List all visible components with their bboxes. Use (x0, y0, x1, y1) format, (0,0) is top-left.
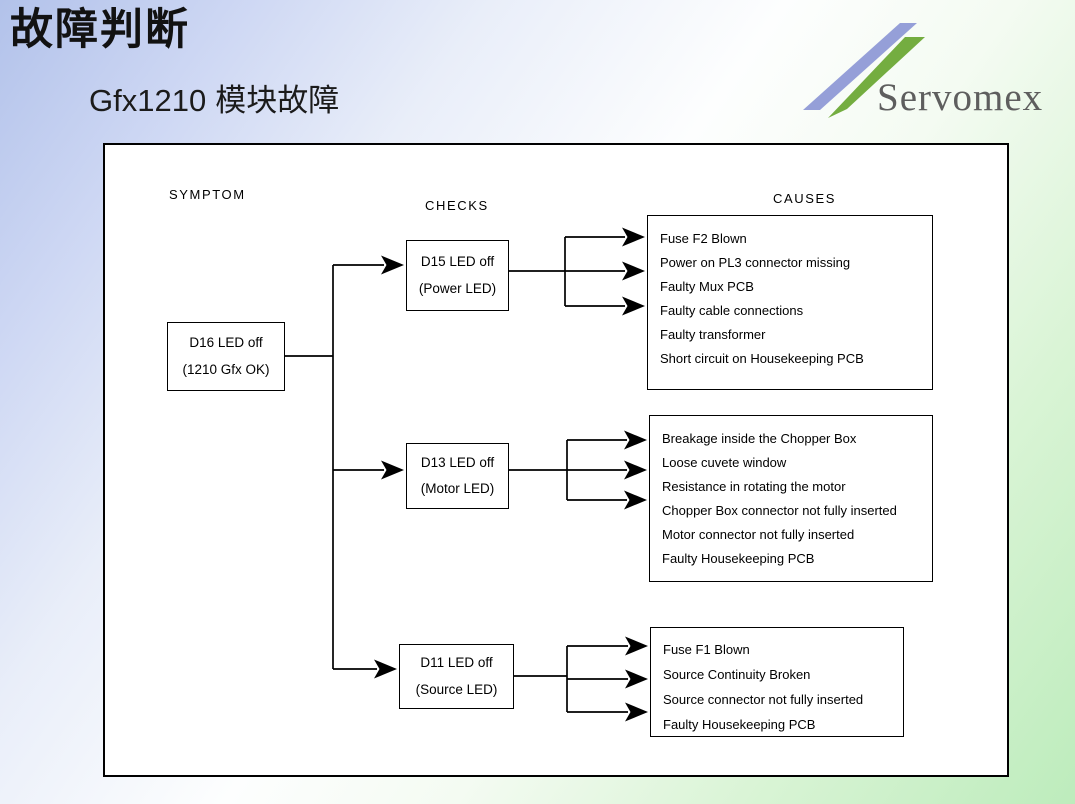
causes-box-motor: Breakage inside the Chopper Box Loose cu… (649, 415, 933, 582)
connector-lines (283, 227, 648, 722)
cause-item: Fuse F2 Blown (660, 231, 747, 246)
cause-item: Faulty Housekeeping PCB (663, 717, 816, 732)
check-box-d11: D11 LED off (Source LED) (399, 644, 514, 709)
cause-item: Resistance in rotating the motor (662, 479, 846, 494)
logo-slash-green (828, 37, 925, 118)
causes-box-power: Fuse F2 Blown Power on PL3 connector mis… (647, 215, 933, 390)
cause-item: Source connector not fully inserted (663, 692, 864, 707)
check-box-line1: D11 LED off (420, 655, 493, 671)
causes-box-source: Fuse F1 Blown Source Continuity Broken S… (650, 627, 904, 737)
arrowhead (622, 227, 645, 247)
cause-item: Loose cuvete window (662, 455, 787, 470)
cause-item: Chopper Box connector not fully inserted (662, 503, 897, 518)
logo-slashes-icon (803, 23, 925, 118)
arrowhead (625, 669, 648, 689)
arrowhead (622, 261, 645, 281)
check-box-line1: D15 LED off (420, 254, 495, 270)
cause-item: Faulty transformer (660, 327, 766, 342)
cause-item: Source Continuity Broken (663, 667, 811, 682)
logo-slash-blue (803, 23, 917, 110)
cause-item: Motor connector not fully inserted (662, 527, 855, 542)
cause-item: Faulty Housekeeping PCB (662, 551, 815, 566)
symptom-box-d16: D16 LED off (1210 Gfx OK) (167, 322, 285, 391)
column-header-symptom: SYMPTOM (169, 187, 246, 202)
cause-item: Faulty Mux PCB (660, 279, 754, 294)
cause-item: Power on PL3 connector missing (660, 255, 851, 270)
arrowhead (624, 490, 647, 510)
page-title: 故障判断 (10, 7, 190, 54)
arrowhead (381, 255, 404, 275)
arrowhead (625, 636, 648, 656)
subtitle-model: Gfx1210 (89, 83, 207, 118)
arrowhead (374, 659, 397, 679)
cause-item: Fuse F1 Blown (663, 642, 750, 657)
logo-brand-text: Servomex (877, 76, 1044, 119)
check-box-line2: (Power LED) (418, 280, 497, 296)
column-header-checks: CHECKS (425, 198, 489, 213)
column-header-causes: CAUSES (773, 191, 837, 206)
flowchart-panel: SYMPTOM CHECKS CAUSES D16 LED off (1210 … (103, 143, 1009, 777)
cause-item: Breakage inside the Chopper Box (662, 431, 857, 446)
arrowhead (624, 430, 647, 450)
symptom-box-line1: D16 LED off (189, 335, 263, 351)
arrowhead (381, 460, 404, 480)
subtitle-zh: 模块故障 (215, 83, 340, 118)
check-box-line2: (Source LED) (415, 681, 498, 697)
arrowhead (624, 460, 647, 480)
arrowhead (625, 702, 648, 722)
check-box-line2: (Motor LED) (420, 481, 495, 496)
symptom-box-line2: (1210 Gfx OK) (182, 361, 270, 377)
servomex-logo: Servomex (785, 12, 1075, 124)
check-box-line1: D13 LED off (420, 454, 495, 470)
flow-lines (283, 236, 628, 713)
cause-item: Short circuit on Housekeeping PCB (660, 351, 864, 366)
check-box-d13: D13 LED off (Motor LED) (406, 443, 509, 509)
cause-item: Faulty cable connections (660, 303, 804, 318)
check-box-d15: D15 LED off (Power LED) (406, 240, 509, 311)
arrowhead (622, 296, 645, 316)
